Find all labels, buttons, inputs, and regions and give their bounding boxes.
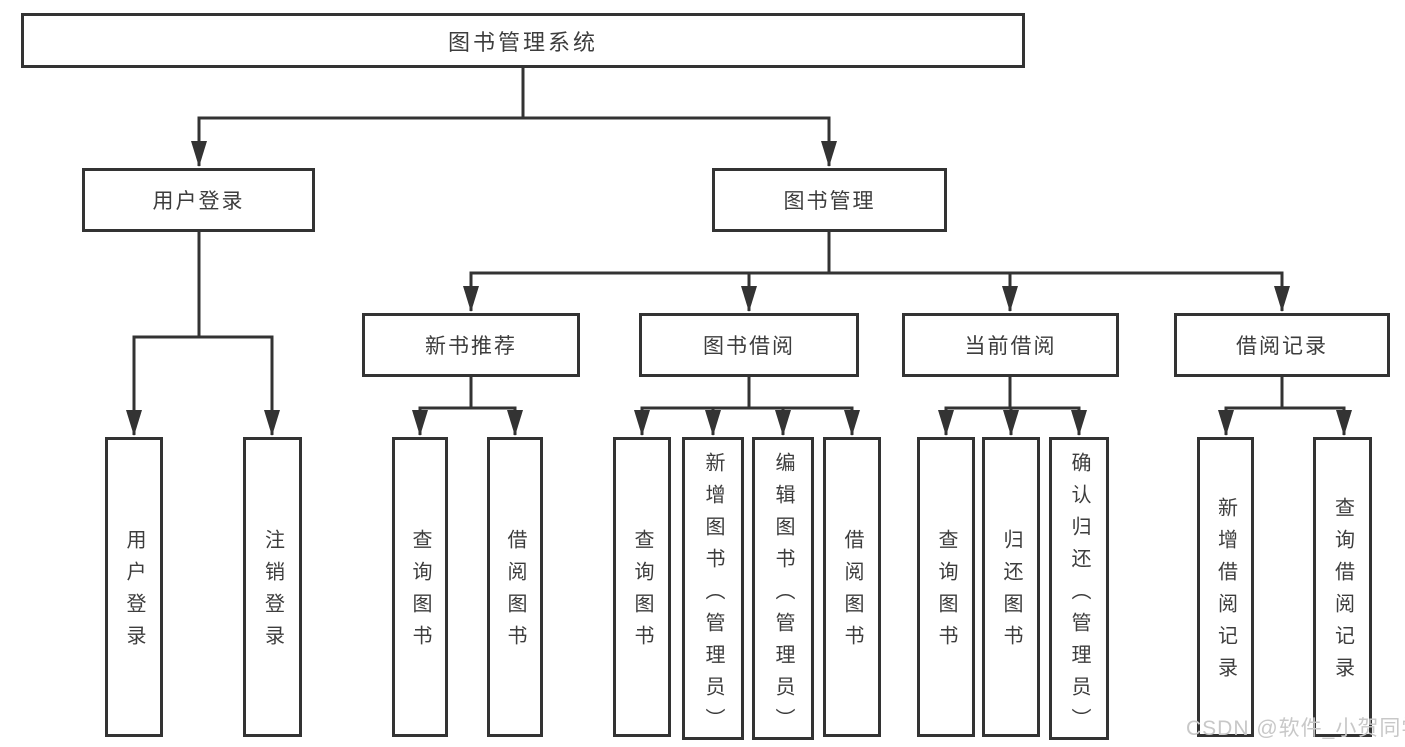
csdn-watermark: CSDN @软件_小贺同学 xyxy=(1186,717,1405,740)
leaf-logout: 注销登录 xyxy=(243,437,302,737)
leaf-confirm-return-admin: 确认归还（管理员） xyxy=(1049,437,1109,740)
leaf-return-books: 归还图书 xyxy=(982,437,1040,737)
node-book-borrowing: 图书借阅 xyxy=(639,313,859,377)
node-new-book-recommendation: 新书推荐 xyxy=(362,313,580,377)
node-user-login: 用户登录 xyxy=(82,168,315,232)
node-current-borrowing: 当前借阅 xyxy=(902,313,1119,377)
leaf-edit-books-admin: 编辑图书（管理员） xyxy=(752,437,814,740)
node-borrowing-records: 借阅记录 xyxy=(1174,313,1390,377)
leaf-user-login: 用户登录 xyxy=(105,437,163,737)
leaf-borrow-books-recommend: 借阅图书 xyxy=(487,437,543,737)
leaf-query-books-current: 查询图书 xyxy=(917,437,975,737)
node-book-management: 图书管理 xyxy=(712,168,947,232)
leaf-borrow-books: 借阅图书 xyxy=(823,437,881,737)
leaf-add-borrow-record: 新增借阅记录 xyxy=(1197,437,1254,737)
leaf-add-books-admin: 新增图书（管理员） xyxy=(682,437,744,740)
leaf-query-borrow-record: 查询借阅记录 xyxy=(1313,437,1372,737)
leaf-query-books-borrowing: 查询图书 xyxy=(613,437,671,737)
node-root: 图书管理系统 xyxy=(21,13,1025,68)
leaf-query-books-recommend: 查询图书 xyxy=(392,437,448,737)
